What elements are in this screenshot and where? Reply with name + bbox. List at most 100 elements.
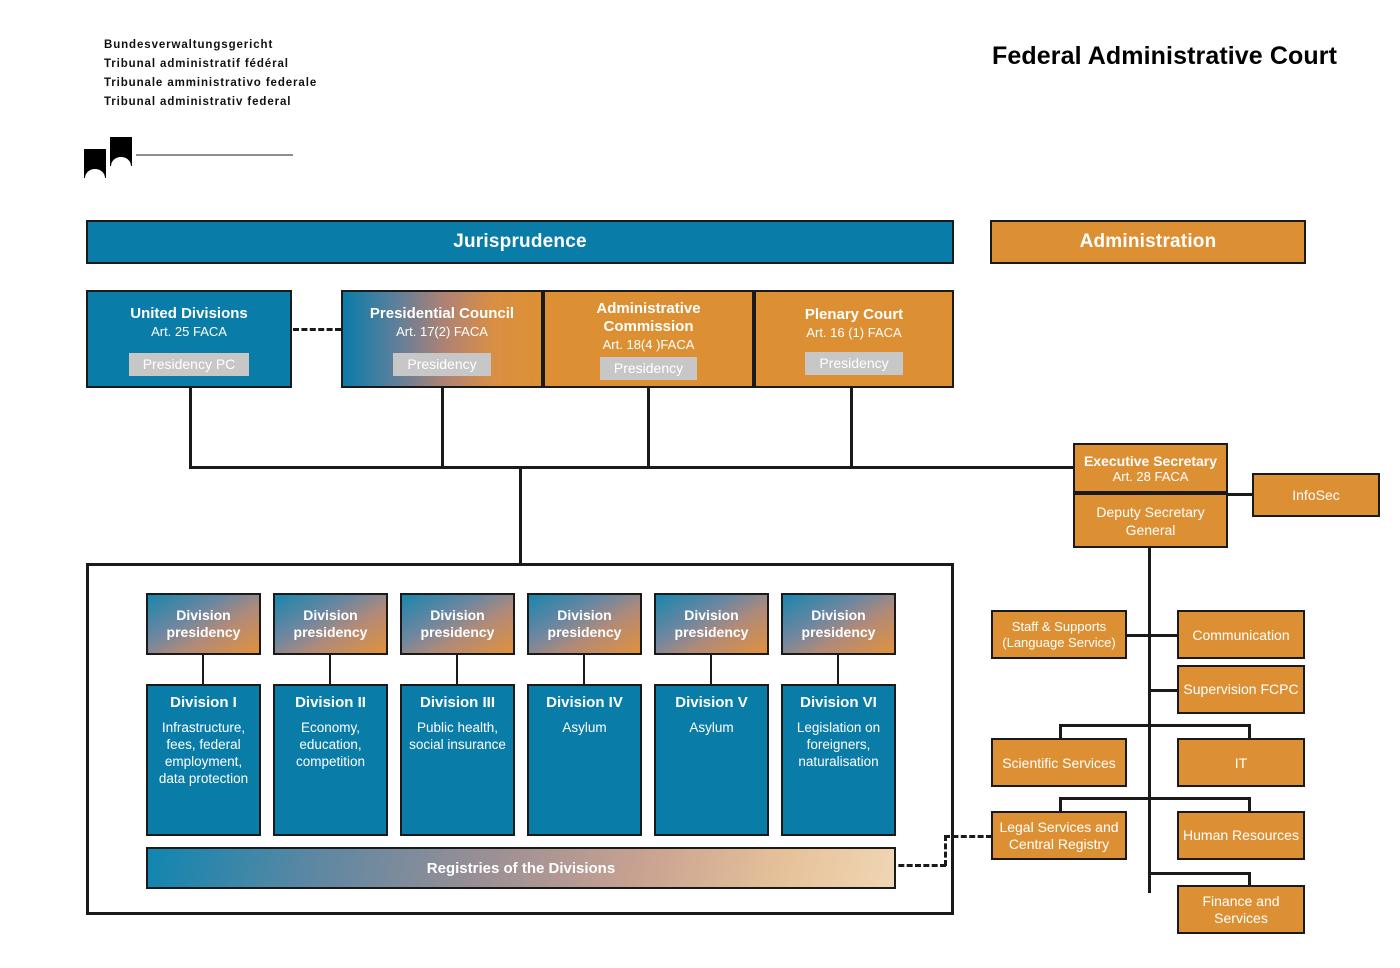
node-executive-secretary[interactable]: Executive Secretary Art. 28 FACA (1073, 443, 1228, 493)
node-infosec[interactable]: InfoSec (1252, 473, 1380, 517)
node-plenary-court-presidency-chip[interactable]: Presidency (805, 352, 903, 375)
node-plenary-court[interactable]: Plenary Court Art. 16 (1) FACA Presidenc… (754, 290, 954, 388)
node-supervision-fcpc-label: Supervision FCPC (1183, 681, 1299, 697)
node-presidential-council[interactable]: Presidential Council Art. 17(2) FACA Pre… (341, 290, 543, 388)
brand-line-rm: Tribunal administrativ federal (104, 96, 292, 108)
connector-presidency-division-2 (329, 655, 331, 684)
connector-presidency-division-5 (710, 655, 712, 684)
node-communication[interactable]: Communication (1177, 610, 1305, 659)
node-division-presidency-2-label: Division presidency (293, 607, 368, 640)
node-division-presidency-4-label: Division presidency (547, 607, 622, 640)
node-united-divisions-title: United Divisions (130, 304, 248, 322)
connector-admin-row1 (1126, 634, 1186, 637)
node-scientific-services[interactable]: Scientific Services (991, 738, 1127, 787)
node-division-6[interactable]: Division VI Legislation on foreigners, n… (781, 684, 896, 836)
node-it[interactable]: IT (1177, 738, 1305, 787)
node-division-2-title: Division II (295, 694, 366, 711)
node-human-resources[interactable]: Human Resources (1177, 811, 1305, 860)
node-division-4-scope: Asylum (562, 720, 607, 735)
connector-administrative-commission (647, 388, 650, 469)
node-division-1[interactable]: Division I Infrastructure, fees, federal… (146, 684, 261, 836)
node-united-divisions[interactable]: United Divisions Art. 25 FACA Presidency… (86, 290, 292, 388)
banner-jurisprudence-label: Jurisprudence (453, 231, 587, 252)
logo-rule (136, 154, 293, 156)
node-division-5-title: Division V (675, 694, 748, 711)
node-united-divisions-article: Art. 25 FACA (151, 323, 227, 339)
node-finance-and-services-label: Finance and Services (1202, 892, 1280, 926)
connector-presidency-division-3 (456, 655, 458, 684)
node-human-resources-label: Human Resources (1183, 827, 1299, 843)
node-staff-and-supports[interactable]: Staff & Supports (Language Service) (991, 610, 1127, 659)
node-deputy-secretary-general-label: Deputy Secretary General (1096, 503, 1205, 538)
node-presidential-council-article: Art. 17(2) FACA (396, 323, 488, 339)
node-communication-label: Communication (1192, 626, 1290, 643)
node-supervision-fcpc[interactable]: Supervision FCPC (1177, 665, 1305, 714)
node-division-presidency-5-label: Division presidency (674, 607, 749, 640)
node-presidential-council-presidency-chip[interactable]: Presidency (393, 352, 491, 376)
node-deputy-secretary-general[interactable]: Deputy Secretary General (1073, 493, 1228, 548)
node-administrative-commission-article: Art. 18(4 )FACA (602, 337, 695, 352)
banner-administration: Administration (990, 220, 1306, 264)
connector-human-resources-drop (1248, 797, 1251, 813)
node-staff-and-supports-label: Staff & Supports (Language Service) (1002, 618, 1116, 650)
connector-it-drop (1248, 724, 1251, 740)
node-division-2-scope: Economy, education, competition (295, 720, 366, 769)
node-division-6-title: Division VI (800, 694, 877, 711)
node-division-5[interactable]: Division V Asylum (654, 684, 769, 836)
node-division-1-scope: Infrastructure, fees, federal employment… (158, 720, 249, 786)
node-division-presidency-4[interactable]: Division presidency (527, 593, 642, 655)
node-registries-label: Registries of the Divisions (426, 859, 616, 877)
page-title: Federal Administrative Court (992, 42, 1337, 70)
node-division-3-title: Division III (419, 694, 495, 711)
connector-presidency-division-1 (202, 655, 204, 684)
connector-presidency-division-4 (583, 655, 585, 684)
node-presidential-council-title: Presidential Council (369, 304, 515, 322)
node-united-divisions-presidency-chip[interactable]: Presidency PC (128, 352, 250, 376)
node-division-presidency-3[interactable]: Division presidency (400, 593, 515, 655)
node-division-presidency-5[interactable]: Division presidency (654, 593, 769, 655)
banner-jurisprudence: Jurisprudence (86, 220, 954, 264)
connector-bus-to-divisions (519, 466, 522, 566)
connector-plenary-court (850, 388, 853, 469)
node-administrative-commission-presidency-chip[interactable]: Presidency (599, 357, 698, 380)
node-division-presidency-1-label: Division presidency (166, 607, 241, 640)
node-division-presidency-6[interactable]: Division presidency (781, 593, 896, 655)
node-division-presidency-3-label: Division presidency (420, 607, 495, 640)
node-division-3[interactable]: Division III Public health, social insur… (400, 684, 515, 836)
connector-secretary-to-infosec (1228, 493, 1254, 496)
node-division-6-scope: Legislation on foreigners, naturalisatio… (796, 720, 881, 769)
dashed-registries-out (890, 864, 946, 867)
node-division-presidency-6-label: Division presidency (801, 607, 876, 640)
node-finance-and-services[interactable]: Finance and Services (1177, 885, 1305, 934)
logo-square-right (110, 137, 132, 166)
node-registries-of-the-divisions[interactable]: Registries of the Divisions (146, 847, 896, 889)
node-division-4-title: Division IV (546, 694, 623, 711)
connector-admin-spine (1148, 548, 1151, 893)
node-legal-services-central-registry[interactable]: Legal Services and Central Registry (991, 811, 1127, 860)
brand-line-it: Tribunale amministrativo federale (104, 77, 318, 89)
connector-finance-drop (1248, 872, 1251, 886)
connector-admin-row5-bus (1148, 872, 1251, 875)
dashed-link-united-to-council (293, 328, 341, 331)
node-executive-secretary-title: Executive Secretary (1083, 452, 1218, 469)
node-plenary-court-title: Plenary Court (804, 306, 904, 323)
node-division-presidency-2[interactable]: Division presidency (273, 593, 388, 655)
node-administrative-commission[interactable]: Administrative Commission Art. 18(4 )FAC… (543, 290, 754, 388)
swiss-confederation-logo-icon (84, 135, 304, 178)
node-scientific-services-label: Scientific Services (1002, 754, 1116, 771)
node-division-2[interactable]: Division II Economy, education, competit… (273, 684, 388, 836)
connector-united-divisions (189, 388, 192, 469)
connector-presidency-division-6 (837, 655, 839, 684)
node-division-presidency-1[interactable]: Division presidency (146, 593, 261, 655)
connector-admin-supervision (1148, 689, 1180, 692)
dashed-registries-to-legal (944, 835, 992, 838)
node-plenary-court-article: Art. 16 (1) FACA (806, 325, 902, 340)
connector-presidential-council (441, 388, 444, 469)
connector-bus-horizontal (189, 466, 1077, 469)
node-division-4[interactable]: Division IV Asylum (527, 684, 642, 836)
node-executive-secretary-article: Art. 28 FACA (1112, 468, 1189, 484)
node-legal-services-central-registry-label: Legal Services and Central Registry (999, 818, 1119, 852)
connector-admin-row4-bus (1059, 797, 1251, 800)
brand-name-block: Bundesverwaltungsgericht Tribunal admini… (104, 36, 434, 112)
